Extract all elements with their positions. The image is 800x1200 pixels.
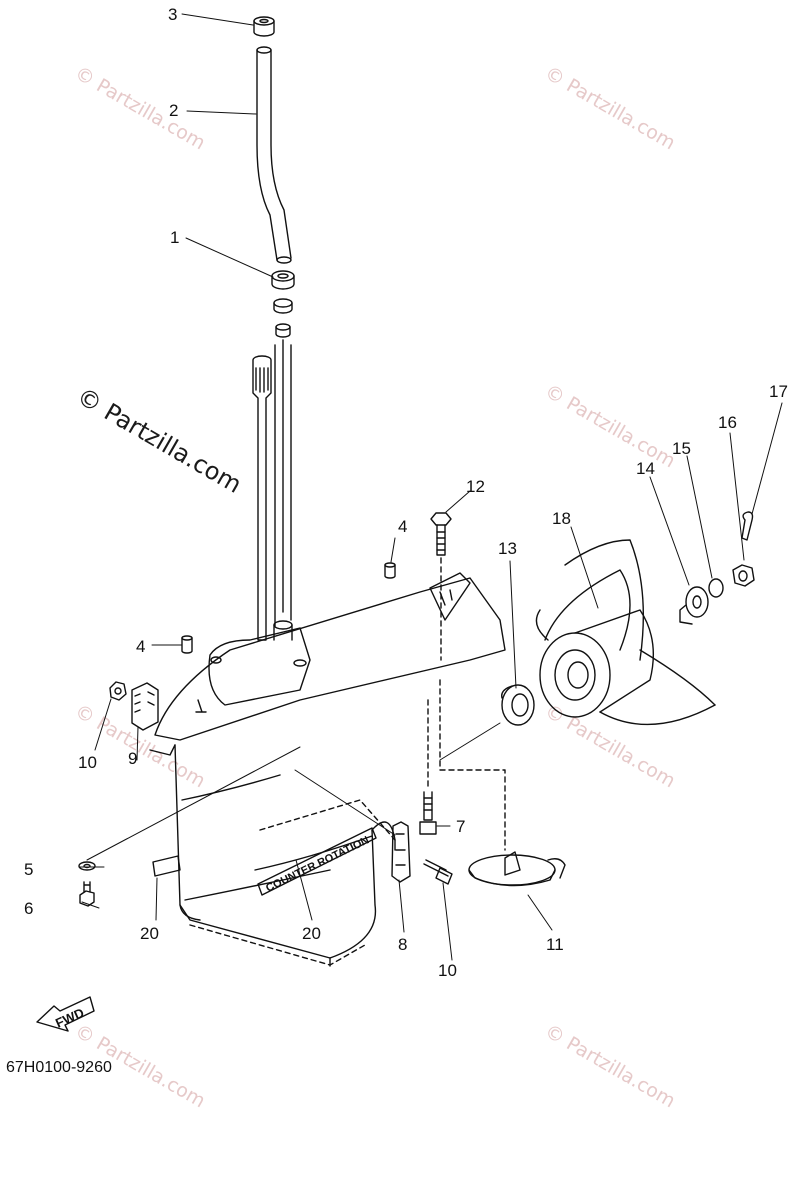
screw-part-5 <box>79 881 95 907</box>
callout-6: 5 <box>24 860 33 879</box>
callout-12: 11 <box>546 935 564 954</box>
leader-lines <box>78 13 783 961</box>
callout-7: 7 <box>456 817 465 836</box>
callout-13: 12 <box>466 477 485 496</box>
washer-part-6 <box>78 861 96 871</box>
callout-1: 1 <box>170 228 179 247</box>
bolt-part-10 <box>423 859 453 885</box>
callout-10: 10 <box>438 961 457 980</box>
callout-4: 4 <box>136 637 145 656</box>
callout-3: 3 <box>168 5 177 24</box>
callout-19: 18 <box>552 509 571 528</box>
dowel-pin-part-4 <box>181 562 396 654</box>
label-part-20 <box>152 855 181 877</box>
spacer-part-14 <box>501 684 535 726</box>
propeller-part-19 <box>535 539 716 726</box>
nut-part-11 <box>109 681 127 701</box>
callout-14: 13 <box>498 539 517 558</box>
cotter-pin-part-18 <box>741 511 754 541</box>
part-code: 67H0100-9260 <box>6 1059 112 1076</box>
callout-4: 4 <box>398 517 407 536</box>
callout-18: 17 <box>769 382 788 401</box>
callout-11: 10 <box>78 753 97 772</box>
anode-block-part-9 <box>131 682 207 731</box>
callout-20: 20 <box>302 924 321 943</box>
callout-9: 9 <box>128 749 137 768</box>
callout-8: 8 <box>398 935 407 954</box>
washer-part-16 <box>708 578 724 598</box>
callout-2: 2 <box>169 101 178 120</box>
nut-part-17 <box>732 564 755 587</box>
trim-tab-anode-part-12 <box>468 851 566 887</box>
callout-20: 20 <box>140 924 159 943</box>
drive-shaft <box>252 344 292 641</box>
callout-5: 6 <box>24 899 33 918</box>
anode-part-8 <box>391 821 411 883</box>
callout-17: 16 <box>718 413 737 432</box>
water-pipe-part-2 <box>256 46 292 264</box>
spacer-part-15 <box>679 586 709 625</box>
lower-casing <box>149 572 506 967</box>
bolt-part-13 <box>430 512 452 661</box>
grommet-part-1 <box>271 270 295 338</box>
callout-16: 15 <box>672 439 691 458</box>
callout-15: 14 <box>636 459 655 478</box>
bolt-part-7 <box>419 699 437 835</box>
fwd-arrow-icon <box>36 996 95 1032</box>
grommet-part-3 <box>253 16 275 37</box>
counter-rotation-decal <box>257 827 377 896</box>
